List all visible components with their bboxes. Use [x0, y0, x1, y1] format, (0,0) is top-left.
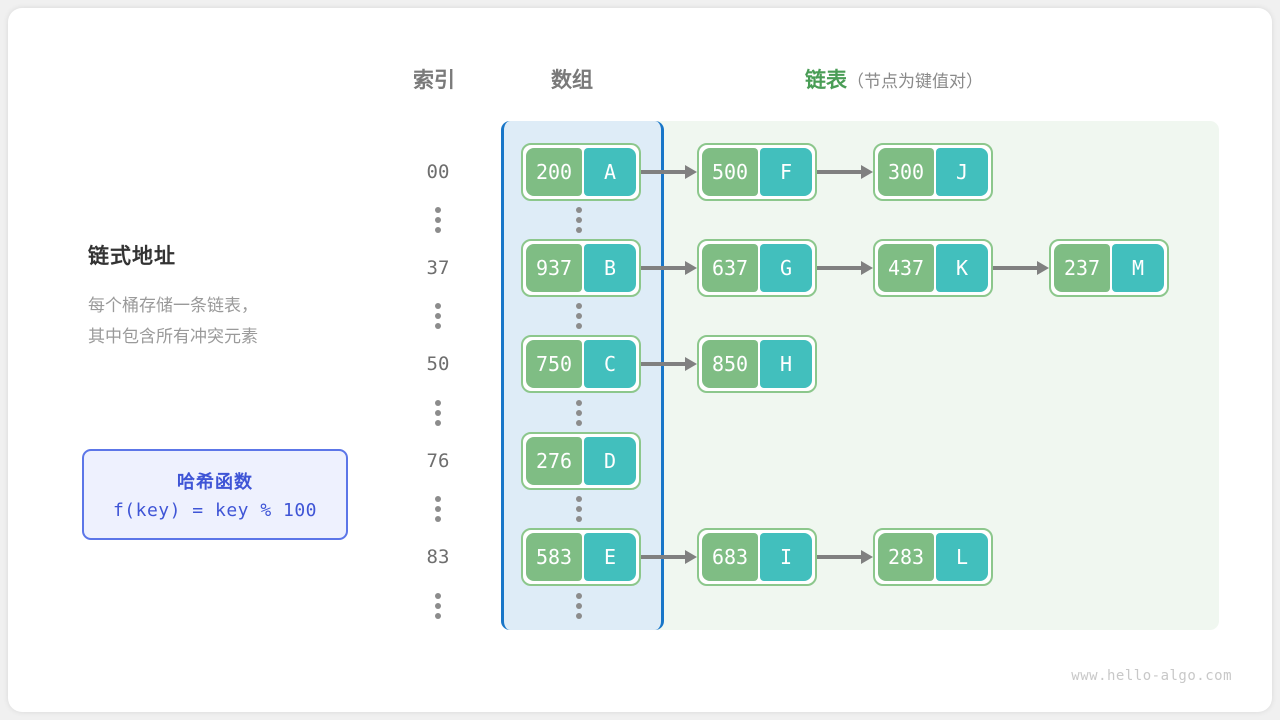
- link-arrow-icon: [817, 547, 873, 567]
- node-value: E: [584, 533, 636, 581]
- caption-body: 每个桶存储一条链表， 其中包含所有冲突元素: [88, 290, 368, 352]
- caption-line-1: 每个桶存储一条链表，: [88, 296, 258, 315]
- node-value: A: [584, 148, 636, 196]
- hash-function-title: 哈希函数: [177, 472, 253, 492]
- node-value: K: [936, 244, 988, 292]
- link-arrow-icon: [641, 547, 697, 567]
- node-value: F: [760, 148, 812, 196]
- node-value: H: [760, 340, 812, 388]
- node-key: 276: [526, 437, 582, 485]
- hash-function-formula: f(key) = key % 100: [112, 500, 318, 521]
- caption-line-2: 其中包含所有冲突元素: [88, 327, 258, 346]
- index-ellipsis-icon: [435, 593, 441, 619]
- node-value: B: [584, 244, 636, 292]
- array-ellipsis-icon: [576, 207, 582, 233]
- node-value: M: [1112, 244, 1164, 292]
- node-key: 283: [878, 533, 934, 581]
- node-key: 850: [702, 340, 758, 388]
- index-ellipsis-icon: [435, 400, 441, 426]
- index-ellipsis-icon: [435, 207, 441, 233]
- node-key: 300: [878, 148, 934, 196]
- node-value: G: [760, 244, 812, 292]
- array-ellipsis-icon: [576, 593, 582, 619]
- row-index-label: 00: [426, 161, 450, 183]
- row-index-label: 50: [426, 353, 450, 375]
- node-key: 200: [526, 148, 582, 196]
- link-arrow-icon: [817, 258, 873, 278]
- array-ellipsis-icon: [576, 303, 582, 329]
- node-key: 937: [526, 244, 582, 292]
- node-key: 683: [702, 533, 758, 581]
- node-value: J: [936, 148, 988, 196]
- row-index-label: 83: [426, 546, 450, 568]
- index-ellipsis-icon: [435, 496, 441, 522]
- array-ellipsis-icon: [576, 400, 582, 426]
- column-header-linkedlist-sub: （节点为键值对）: [847, 72, 983, 91]
- index-ellipsis-icon: [435, 303, 441, 329]
- caption-title: 链式地址: [88, 245, 176, 268]
- row-index-label: 76: [426, 450, 450, 472]
- row-index-label: 37: [426, 257, 450, 279]
- node-value: L: [936, 533, 988, 581]
- array-ellipsis-icon: [576, 496, 582, 522]
- node-key: 637: [702, 244, 758, 292]
- node-key: 500: [702, 148, 758, 196]
- link-arrow-icon: [993, 258, 1049, 278]
- column-header-linkedlist: 链表（节点为键值对）: [805, 64, 983, 94]
- hash-function-box: 哈希函数 f(key) = key % 100: [82, 449, 348, 540]
- node-key: 237: [1054, 244, 1110, 292]
- node-value: D: [584, 437, 636, 485]
- watermark: www.hello-algo.com: [1071, 668, 1232, 684]
- link-arrow-icon: [817, 162, 873, 182]
- node-key: 750: [526, 340, 582, 388]
- link-arrow-icon: [641, 258, 697, 278]
- link-arrow-icon: [641, 162, 697, 182]
- link-arrow-icon: [641, 354, 697, 374]
- column-header-array: 数组: [551, 69, 593, 92]
- column-header-index: 索引: [413, 69, 455, 92]
- node-key: 437: [878, 244, 934, 292]
- node-value: C: [584, 340, 636, 388]
- node-key: 583: [526, 533, 582, 581]
- column-header-linkedlist-main: 链表: [805, 69, 847, 92]
- diagram-card: 索引 数组 链表（节点为键值对） 链式地址 每个桶存储一条链表， 其中包含所有冲…: [8, 8, 1272, 712]
- node-value: I: [760, 533, 812, 581]
